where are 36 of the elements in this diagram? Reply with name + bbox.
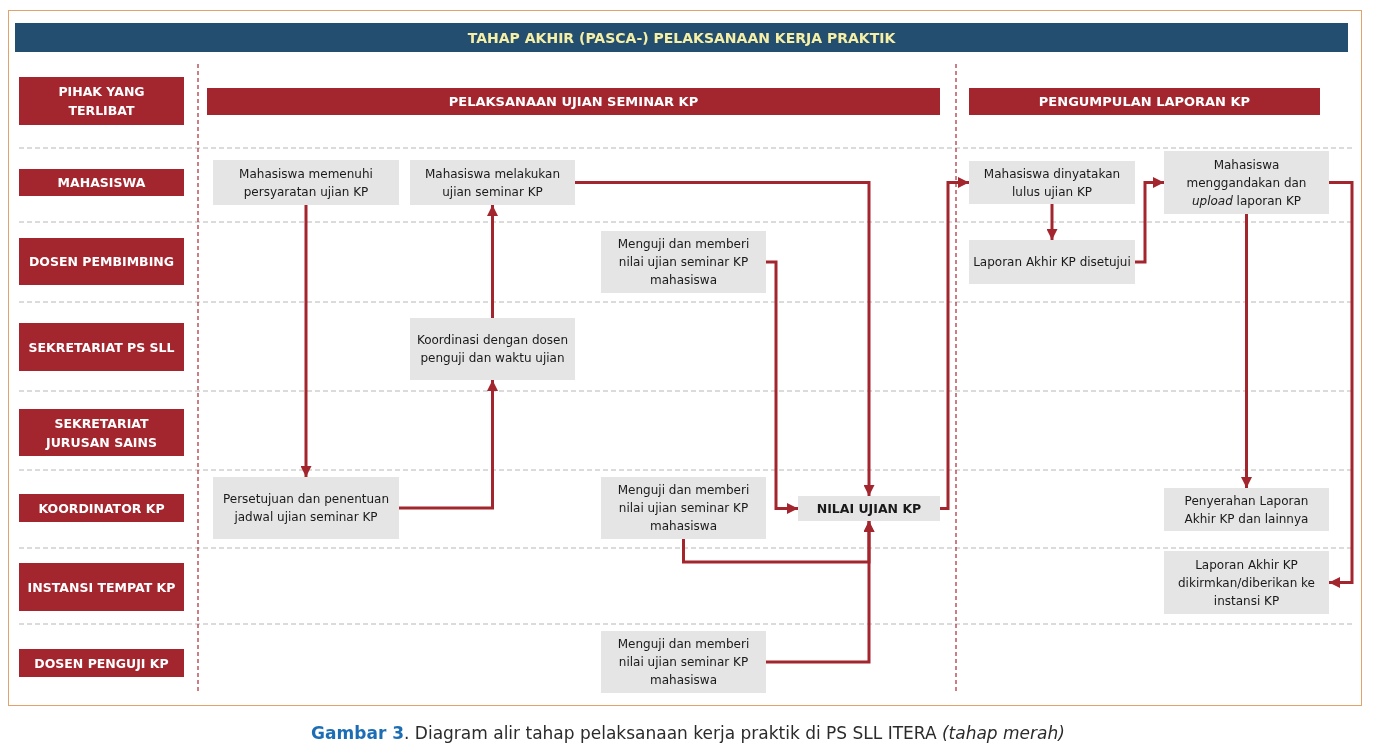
process-box: Koordinasi dengan dosen penguji dan waktu ujian xyxy=(410,318,575,380)
lane-label: SEKRETARIAT JURUSAN SAINS xyxy=(19,409,184,456)
lane-label: KOORDINATOR KP xyxy=(19,494,184,522)
arrow xyxy=(300,205,312,477)
lane-label: INSTANSI TEMPAT KP xyxy=(19,563,184,611)
lane-label: DOSEN PENGUJI KP xyxy=(19,649,184,677)
lane-label: SEKRETARIAT PS SLL xyxy=(19,323,184,371)
lane-label: PIHAK YANG TERLIBAT xyxy=(19,77,184,125)
process-box: Laporan Akhir KP disetujui xyxy=(969,240,1135,284)
process-box: Menguji dan memberi nilai ujian seminar KP mahasiswa xyxy=(601,631,766,693)
arrow xyxy=(940,177,969,510)
phase-header: PELAKSANAAN UJIAN SEMINAR KP xyxy=(207,88,940,115)
arrow xyxy=(1329,181,1354,588)
process-box: Persetujuan dan penentuan jadwal ujian seminar KP xyxy=(213,477,399,539)
process-box: Mahasiswa melakukan ujian seminar KP xyxy=(410,160,575,205)
process-box: Mahasiswa menggandakan dan upload laporan KP xyxy=(1164,151,1329,214)
arrow xyxy=(1241,214,1252,488)
process-box: Mahasiswa dinyatakan lulus ujian KP xyxy=(969,161,1135,204)
process-box: Mahasiswa memenuhi persyaratan ujian KP xyxy=(213,160,399,205)
phase-header: PENGUMPULAN LAPORAN KP xyxy=(969,88,1320,115)
process-box: Penyerahan Laporan Akhir KP dan lainnya xyxy=(1164,488,1329,531)
lane-label: MAHASISWA xyxy=(19,169,184,196)
title-bar: TAHAP AKHIR (PASCA-) PELAKSANAAN KERJA PRAKTIK xyxy=(15,23,1348,52)
process-box: Menguji dan memberi nilai ujian seminar KP mahasiswa xyxy=(601,231,766,293)
process-box: Laporan Akhir KP dikirmkan/diberikan ke instansi KP xyxy=(1164,551,1329,614)
arrow xyxy=(1046,204,1058,240)
arrow xyxy=(1135,177,1164,264)
arrow xyxy=(766,521,875,664)
arrow xyxy=(399,380,498,510)
arrow xyxy=(575,181,875,496)
arrow xyxy=(487,205,498,318)
result-box: NILAI UJIAN KP xyxy=(798,496,940,521)
process-box: Menguji dan memberi nilai ujian seminar KP mahasiswa xyxy=(601,477,766,539)
arrow xyxy=(766,260,798,514)
figure-caption: Gambar 3. Diagram alir tahap pelaksanaan kerja praktik di PS SLL ITERA (tahap merah) xyxy=(311,723,1065,743)
lane-label: DOSEN PEMBIMBING xyxy=(19,238,184,285)
